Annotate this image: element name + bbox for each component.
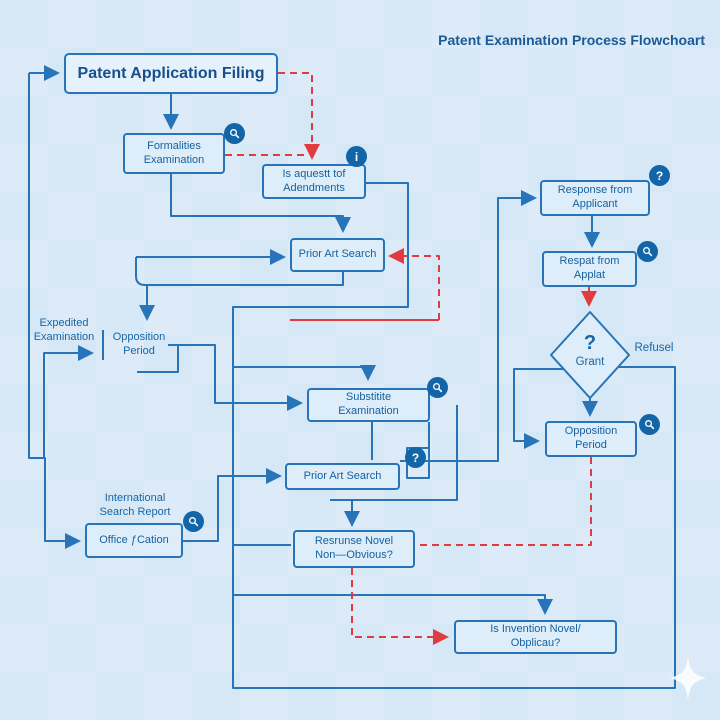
connector-opposition-left-bracket bbox=[137, 344, 179, 373]
node-opposition-period-right: Opposition Period bbox=[545, 421, 637, 457]
info-icon: i bbox=[346, 146, 367, 167]
connector-left-spine-to-office-action bbox=[28, 73, 81, 549]
node-request-of-amendments: Is aquestt tof Adendments bbox=[262, 164, 366, 199]
magnifier-icon bbox=[637, 241, 658, 262]
node-prior-art-search-2: Prior Art Search bbox=[285, 463, 400, 490]
node-patent-application-filing: Patent Application Filing bbox=[64, 53, 278, 94]
question-glyph: ? bbox=[411, 450, 420, 465]
question-icon: ? bbox=[405, 447, 426, 468]
magnifier-glyph bbox=[643, 247, 653, 257]
dashed-into-prior-art-1-right bbox=[388, 248, 440, 320]
magnifier-glyph bbox=[230, 129, 240, 139]
sparkle-icon bbox=[670, 656, 706, 700]
dashed-response-novel-to-invention bbox=[351, 568, 449, 645]
node-prior-art-search-1: Prior Art Search bbox=[290, 238, 385, 272]
magnifier-glyph bbox=[645, 420, 655, 430]
decision-grant-label: Grant bbox=[575, 355, 605, 368]
magnifier-glyph bbox=[189, 517, 199, 527]
connector-prior-art-1-bottom-loop bbox=[135, 257, 344, 286]
node-response-novel-nonobvious: Resrunse Novel Non—Obvious? bbox=[293, 530, 415, 568]
connector-into-substitute-top bbox=[233, 365, 376, 381]
node-response-from-applicant: Response from Applicant bbox=[540, 180, 650, 216]
international-search-report-label: International Search Report bbox=[99, 492, 171, 519]
connector-opposition-left-to-substitute bbox=[178, 344, 303, 411]
dashed-opposition-to-response-novel bbox=[420, 457, 592, 546]
magnifier-icon bbox=[639, 414, 660, 435]
magnifier-icon bbox=[427, 377, 448, 398]
connector-office-to-prior-art-2 bbox=[183, 468, 282, 542]
node-substitute-examination: Substitite Examination bbox=[307, 388, 430, 422]
decision-diamond bbox=[550, 311, 630, 399]
connector-amendments-refusal-loop bbox=[232, 182, 676, 689]
node-invention-novel: Is Invention Novel/ Obplicau? bbox=[454, 620, 617, 654]
decision-node-label: ? Grant bbox=[548, 326, 632, 374]
decision-question-mark: ? bbox=[583, 331, 597, 354]
connector-into-invention-novel-top bbox=[233, 594, 553, 615]
node-office-action: Office ƒCation bbox=[85, 523, 183, 558]
node-respat-from-applat: Respat from Applat bbox=[542, 251, 637, 287]
opposition-period-left-label: Opposition Period bbox=[112, 331, 166, 358]
connector-expedited-to-opposition-left bbox=[43, 345, 94, 458]
page-title: Patent Examination Process Flowchoart bbox=[438, 32, 705, 48]
question-glyph: ? bbox=[655, 168, 664, 183]
refusal-label: Refusel bbox=[634, 342, 674, 354]
magnifier-glyph bbox=[433, 383, 443, 393]
node-formalities-examination: Formalities Examination bbox=[123, 133, 225, 174]
connector-grant-loop-to-opposition-right bbox=[513, 368, 564, 449]
dashed-patent-to-amendments bbox=[278, 72, 320, 160]
connector-to-response-from-applicant bbox=[400, 190, 537, 462]
connector-artifact-frame bbox=[330, 405, 458, 501]
question-icon: ? bbox=[649, 165, 670, 186]
magnifier-icon bbox=[224, 123, 245, 144]
info-glyph: i bbox=[354, 149, 359, 164]
expedited-examination-label: Expedited Examination bbox=[33, 317, 95, 344]
connector-formalities-to-prior-art-1 bbox=[170, 174, 351, 233]
magnifier-icon bbox=[183, 511, 204, 532]
